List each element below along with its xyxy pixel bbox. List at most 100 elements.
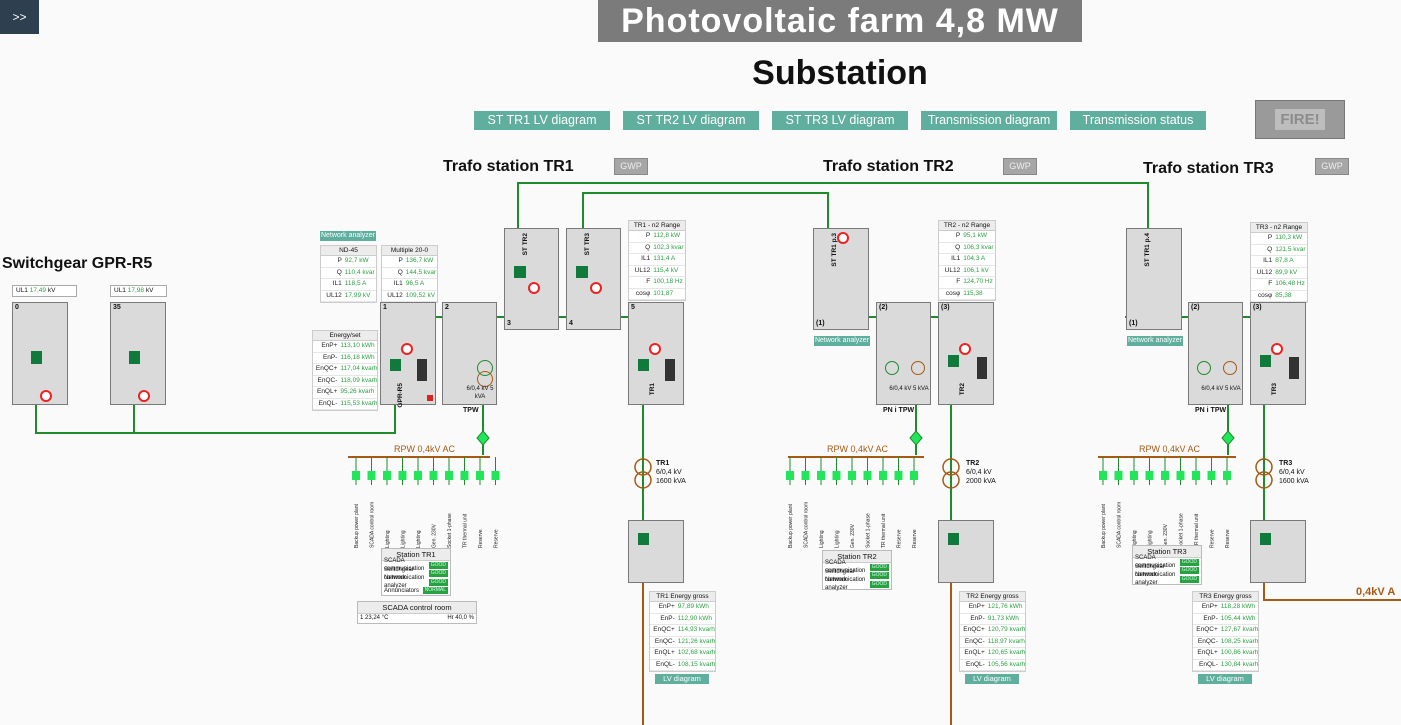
breaker-icon xyxy=(576,266,588,278)
nav-st-tr2-lv-button[interactable]: ST TR2 LV diagram xyxy=(623,111,759,130)
feeder-breaker-tr1-4[interactable] xyxy=(414,471,422,480)
network-analyzer-button-tr3[interactable]: Network analyzer xyxy=(1127,336,1183,346)
station-title-tr2: Trafo station TR2 xyxy=(823,158,954,175)
feeder-label: Lighting xyxy=(1132,530,1138,548)
feeder-breaker-tr2-5[interactable] xyxy=(863,471,872,480)
lv-diagram-button-tr3[interactable]: LV diagram xyxy=(1198,674,1252,684)
feeder-breaker-tr3-6[interactable] xyxy=(1192,471,1200,480)
cell-tr2[interactable]: (3) TR2 xyxy=(938,302,994,405)
gwp-button-tr3[interactable]: GWP xyxy=(1315,158,1349,175)
cell-tr3[interactable]: (3) TR3 xyxy=(1250,302,1306,405)
gwp-button-tr2[interactable]: GWP xyxy=(1003,158,1037,175)
feeder-breaker-tr1-2[interactable] xyxy=(383,471,391,480)
fire-label: FIRE! xyxy=(1275,109,1325,130)
cell-tr1[interactable]: 5 TR1 xyxy=(628,302,684,405)
disconnector-icon xyxy=(590,282,602,294)
energy-set-table: Energy/set EnP+113,10 kWh EnP-116,18 kWh… xyxy=(312,330,378,411)
feeder-breaker-tr1-0[interactable] xyxy=(352,471,360,480)
nav-transmission-diagram-button[interactable]: Transmission diagram xyxy=(921,111,1057,130)
feeder-label: Socket 1-phase xyxy=(866,513,872,548)
feeder-breaker-tr2-6[interactable] xyxy=(879,471,887,480)
nav-st-tr3-lv-button[interactable]: ST TR3 LV diagram xyxy=(772,111,908,130)
nav-st-tr1-lv-button[interactable]: ST TR1 LV diagram xyxy=(474,111,610,130)
feeder-label: Backup power plant xyxy=(788,503,794,548)
feeder-breaker-tr2-0[interactable] xyxy=(786,471,794,480)
disconnector-icon xyxy=(138,390,150,402)
network-analyzer-button-tr1[interactable]: Network analyzer xyxy=(320,231,376,241)
breaker-icon xyxy=(514,266,526,278)
feeder-label: Socket 1-phase xyxy=(447,513,453,548)
gwp-button-tr1[interactable]: GWP xyxy=(614,158,648,175)
cell-st-tr1-p3[interactable]: ST TR1 p.3 (1) xyxy=(813,228,869,330)
feeder-breaker-tr3-1[interactable] xyxy=(1114,471,1123,480)
breaker-icon xyxy=(1260,533,1271,545)
feeder-breaker-tr3-2[interactable] xyxy=(1130,471,1138,480)
breaker-icon xyxy=(638,359,649,371)
feeder-label: Socket 1-phase xyxy=(1179,513,1185,548)
tr3-energy-gross-table: TR3 Energy gross EnP+118,28 kWh EnP-105,… xyxy=(1192,591,1259,672)
feeder-label: SCADA control room xyxy=(1117,502,1123,548)
feeder-breaker-tr1-1[interactable] xyxy=(367,471,376,480)
feeder-label: Backup power plant xyxy=(354,503,360,548)
fire-alarm-button[interactable]: FIRE! xyxy=(1255,100,1345,139)
feeder-breaker-tr2-4[interactable] xyxy=(848,471,856,480)
feeder-breaker-tr1-5[interactable] xyxy=(429,471,438,480)
relay-icon xyxy=(1289,357,1299,379)
feeder-label: TR thermal unit xyxy=(463,513,469,548)
feeder-breaker-tr3-0[interactable] xyxy=(1099,471,1107,480)
feeder-breaker-tr3-5[interactable] xyxy=(1176,471,1185,480)
feeder-label: Reserve xyxy=(897,529,903,548)
cell-pni-tpw-tr3[interactable]: (2) 6/0,4 kV 5 kVA PN i TPW xyxy=(1188,302,1243,414)
cell-tpw[interactable]: 2 6/0,4 kV 5 kVA TPW xyxy=(442,302,497,414)
feeder-breaker-tr3-8[interactable] xyxy=(1223,471,1231,480)
disconnector-icon xyxy=(649,343,661,355)
feeder-breaker-tr2-1[interactable] xyxy=(801,471,810,480)
sidebar-toggle-button[interactable]: >> xyxy=(0,0,39,34)
feeder-breaker-tr2-7[interactable] xyxy=(894,471,903,480)
lv-diagram-button-tr2[interactable]: LV diagram xyxy=(965,674,1019,684)
feeder-breaker-tr1-6[interactable] xyxy=(445,471,453,480)
feeder-breaker-tr1-8[interactable] xyxy=(476,471,484,480)
alarm-indicator xyxy=(427,395,433,401)
disconnector-icon xyxy=(528,282,540,294)
transformer-icon xyxy=(1223,361,1237,375)
cell-gpr-r5[interactable]: 1 GPR-R5 xyxy=(380,302,436,408)
feeder-breaker-tr3-7[interactable] xyxy=(1207,471,1216,480)
tr1-energy-gross-table: TR1 Energy gross EnP+97,89 kWh EnP-112,9… xyxy=(649,591,716,672)
feeder-breaker-tr1-7[interactable] xyxy=(460,471,469,480)
relay-icon xyxy=(977,357,987,379)
cell-tr2-lv[interactable] xyxy=(938,520,994,583)
disconnector-icon xyxy=(959,343,971,355)
breaker-icon xyxy=(129,351,140,364)
feeder-label: SCADA control room xyxy=(370,502,376,548)
switchgear-cell-0[interactable]: 0 xyxy=(12,302,68,405)
network-analyzer-button-tr2[interactable]: Network analyzer xyxy=(814,336,870,346)
feeder-breaker-tr2-3[interactable] xyxy=(832,471,841,480)
breaker-icon xyxy=(948,355,959,367)
cell-tr1-lv[interactable] xyxy=(628,520,684,583)
feeder-breaker-tr2-8[interactable] xyxy=(910,471,918,480)
feeder-breaker-tr2-2[interactable] xyxy=(817,471,825,480)
tr2-energy-gross-table: TR2 Energy gross EnP+121,76 kWh EnP-91,7… xyxy=(959,591,1026,672)
cell-pni-tpw-tr2[interactable]: (2) 6/0,4 kV 5 kVA PN i TPW xyxy=(876,302,931,414)
cell-st-tr2[interactable]: ST TR2 3 xyxy=(504,228,559,330)
cell-st-tr1-p4[interactable]: ST TR1 p.4 (1) xyxy=(1126,228,1182,330)
page-subtitle: Substation xyxy=(752,54,928,92)
switchgear-cell-35[interactable]: 35 xyxy=(110,302,166,405)
feeder-label: Lighting xyxy=(835,530,841,548)
feeder-label: Gen. 230V xyxy=(1163,523,1169,548)
feeder-breaker-tr1-3[interactable] xyxy=(398,471,407,480)
lv-output-label: 0,4kV A xyxy=(1356,586,1396,598)
lv-diagram-button-tr1[interactable]: LV diagram xyxy=(655,674,709,684)
feeder-label: Backup power plant xyxy=(1101,503,1107,548)
feeder-label: SCADA control room xyxy=(804,502,810,548)
feeder-breaker-tr3-3[interactable] xyxy=(1145,471,1154,480)
cell-tr3-lv[interactable] xyxy=(1250,520,1306,583)
feeder-breaker-tr3-4[interactable] xyxy=(1161,471,1169,480)
nav-transmission-status-button[interactable]: Transmission status xyxy=(1070,111,1206,130)
feeder-breaker-tr1-9[interactable] xyxy=(491,471,500,480)
cell-st-tr3[interactable]: ST TR3 4 xyxy=(566,228,621,330)
disconnector-icon xyxy=(837,232,849,244)
